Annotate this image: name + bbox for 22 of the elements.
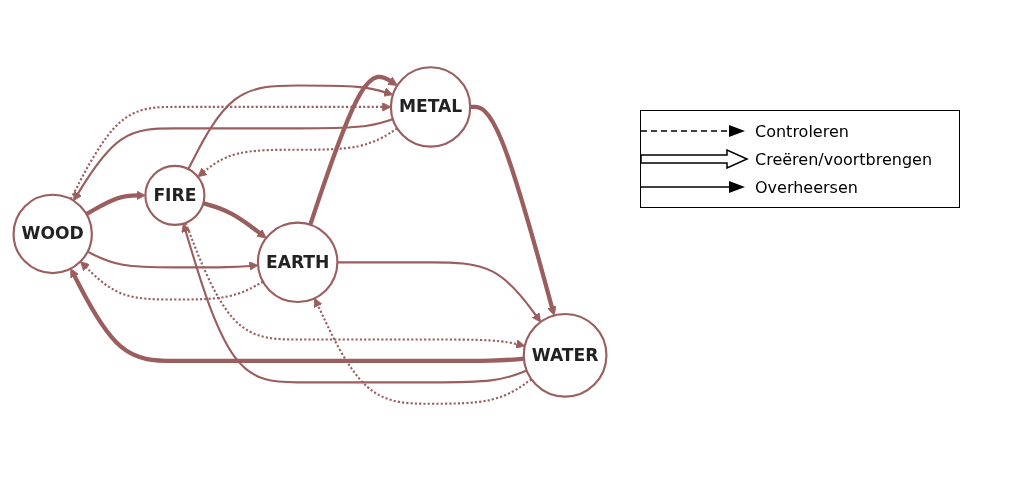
- arrow: [80, 260, 264, 301]
- arrow: [470, 104, 557, 316]
- legend-text: Overheersen: [755, 177, 858, 197]
- arrow: [69, 101, 392, 200]
- arrow: [181, 222, 528, 383]
- legend-text: Creëren/voortbrengen: [755, 149, 933, 169]
- arrow: [308, 74, 398, 225]
- node-circle: FIRE: [144, 164, 206, 226]
- arrow: [197, 127, 398, 177]
- legend-text: Controleren: [755, 121, 849, 141]
- arrow: [87, 250, 259, 271]
- arrow: [313, 297, 533, 405]
- node-circle: WATER: [522, 312, 608, 398]
- arrow: [85, 190, 146, 216]
- arrow: [337, 260, 542, 322]
- node-circle: EARTH: [256, 221, 339, 303]
- node-circle: WOOD: [12, 193, 93, 274]
- node-circle: METAL: [389, 65, 472, 148]
- arrow: [184, 221, 526, 349]
- arrow: [73, 117, 394, 201]
- arrow: [202, 200, 267, 238]
- arrow: [70, 267, 525, 363]
